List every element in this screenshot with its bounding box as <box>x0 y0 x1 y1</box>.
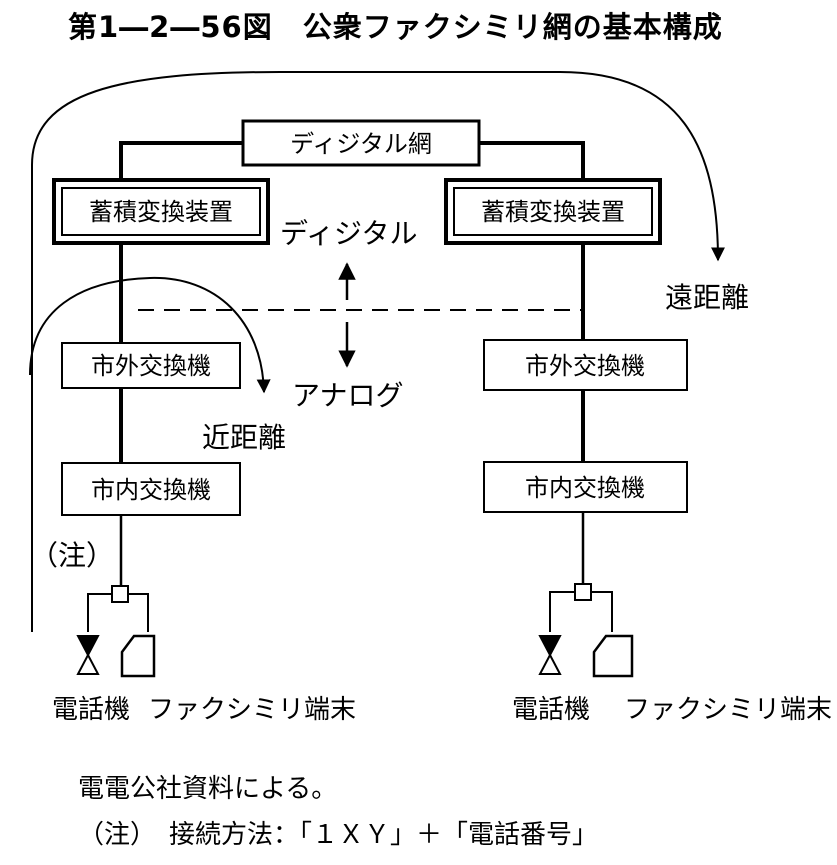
store-forward-box-right: 蓄積変換装置 <box>444 178 662 245</box>
local-switch-box-left: 市内交換機 <box>61 462 241 516</box>
local-switch-box-right: 市内交換機 <box>483 461 688 513</box>
long-distance-label: 遠距離 <box>665 281 749 314</box>
toll-switch-box-right: 市外交換機 <box>483 339 688 391</box>
store-forward-label-left: 蓄積変換装置 <box>89 198 233 226</box>
short-distance-arrow <box>29 276 271 394</box>
figure-title: 第1―2―56図 公衆ファクシミリ網の基本構成 <box>68 10 723 44</box>
note-marker: （注） <box>30 539 114 572</box>
toll-switch-box-left: 市外交換機 <box>61 342 241 389</box>
telephone-label-left: 電話機 <box>52 695 130 725</box>
digital-label: ディジタル <box>280 217 417 250</box>
telephone-label-right: 電話機 <box>512 695 590 725</box>
telephone-icon-right <box>538 635 562 675</box>
local-switch-label-left: 市内交換機 <box>91 476 211 504</box>
terminal-group-right <box>538 583 634 678</box>
source-note: 電電公社資料による。 <box>78 774 338 804</box>
toll-switch-label-left: 市外交換機 <box>91 352 211 380</box>
store-forward-label-right: 蓄積変換装置 <box>481 198 625 226</box>
fax-terminal-icon-right <box>592 634 634 678</box>
digital-network-box: ディジタル網 <box>241 119 481 167</box>
long-distance-arrow <box>31 71 725 632</box>
short-distance-label: 近距離 <box>202 421 286 454</box>
terminal-group-left <box>76 585 156 678</box>
connection-lines <box>119 141 585 586</box>
toll-switch-label-right: 市外交換機 <box>525 352 645 380</box>
store-forward-box-left: 蓄積変換装置 <box>52 178 270 245</box>
fax-terminal-icon-left <box>120 634 156 678</box>
fax-label-left: ファクシミリ端末 <box>148 695 356 725</box>
fax-label-right: ファクシミリ端末 <box>624 695 832 725</box>
local-switch-label-right: 市内交換機 <box>525 474 645 502</box>
telephone-icon-left <box>76 635 100 675</box>
digital-network-label: ディジタル網 <box>290 130 432 158</box>
analog-label: アナログ <box>292 379 403 412</box>
connection-note: （注） 接続方法：「１ＸＹ」＋「電話番号」 <box>78 820 599 850</box>
